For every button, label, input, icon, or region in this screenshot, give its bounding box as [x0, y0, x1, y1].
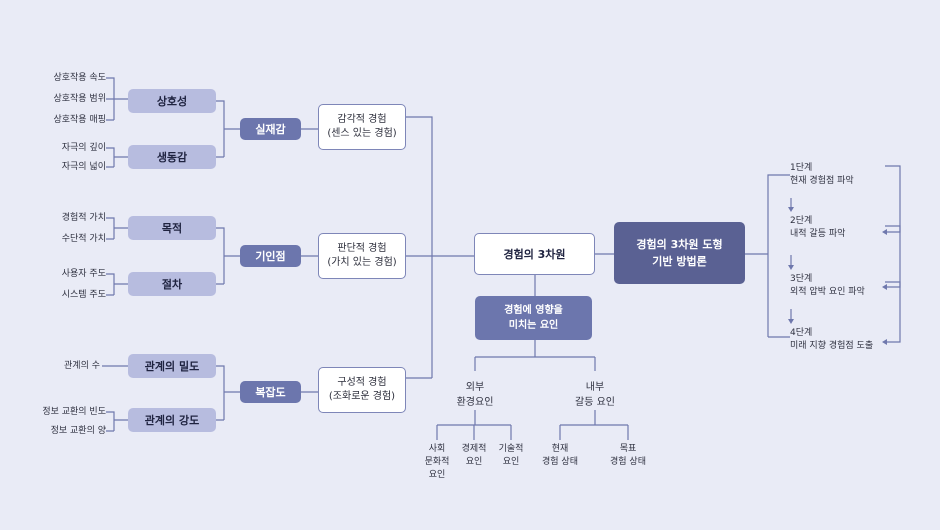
step-1-desc: 현재 경험점 파악: [790, 176, 854, 186]
method-box: 경험의 3차원 도형 기반 방법론: [614, 222, 745, 284]
step-3-title: 3단계: [790, 274, 813, 284]
step-2-title: 2단계: [790, 216, 813, 226]
step-4-title: 4단계: [790, 328, 813, 338]
step-2-desc: 내적 갈등 파악: [790, 229, 846, 239]
subgroup-vividness: 생동감: [128, 145, 216, 169]
influence-factors: 경험에 영향을 미치는 요인: [475, 296, 592, 340]
leaf-relation-count: 관계의 수: [64, 361, 100, 371]
subgroup-purpose: 목적: [128, 216, 216, 240]
step-1-title: 1단계: [790, 163, 813, 173]
experience-constructive: 구성적 경험 (조화로운 경험): [318, 367, 406, 413]
leaf-exchange-frequency: 정보 교환의 빈도: [42, 407, 106, 417]
step-3-desc: 외적 압박 요인 파악: [790, 287, 865, 297]
experience-sensory: 감각적 경험 (센스 있는 경험): [318, 104, 406, 150]
leaf-user-driven: 사용자 주도: [61, 269, 106, 279]
core-3d-experience: 경험의 3차원: [474, 233, 595, 275]
external-economic: 경제적 요인: [461, 444, 487, 467]
internal-current-state: 현재 경험 상태: [542, 444, 578, 467]
leaf-interaction-mapping: 상호작용 매핑: [53, 115, 106, 125]
leaf-instrumental-value: 수단적 가치: [61, 234, 106, 244]
leaf-exchange-amount: 정보 교환의 양: [50, 426, 106, 436]
leaf-stimulus-depth: 자극의 깊이: [61, 143, 106, 153]
leaf-interaction-range: 상호작용 범위: [53, 94, 106, 104]
leaf-experiential-value: 경험적 가치: [61, 213, 106, 223]
dimension-complexity: 복잡도: [240, 381, 301, 403]
leaf-system-driven: 시스템 주도: [61, 290, 106, 300]
experience-judgmental: 판단적 경험 (가치 있는 경험): [318, 233, 406, 279]
leaf-stimulus-breadth: 자극의 넓이: [61, 162, 106, 172]
subgroup-relation-density: 관계의 밀도: [128, 354, 216, 378]
subgroup-reciprocity: 상호성: [128, 89, 216, 113]
step-4-desc: 미래 지향 경험점 도출: [790, 341, 874, 351]
dimension-presence: 실재감: [240, 118, 301, 140]
leaf-interaction-speed: 상호작용 속도: [53, 73, 106, 83]
internal-target-state: 목표 경험 상태: [610, 444, 646, 467]
internal-factors: 내부 갈등 요인: [575, 382, 615, 408]
dimension-attribution: 기인점: [240, 245, 301, 267]
external-technological: 기술적 요인: [498, 444, 524, 467]
external-sociocultural: 사회 문화적 요인: [424, 444, 450, 480]
external-factors: 외부 환경요인: [456, 382, 494, 408]
subgroup-relation-strength: 관계의 강도: [128, 408, 216, 432]
subgroup-procedure: 절차: [128, 272, 216, 296]
